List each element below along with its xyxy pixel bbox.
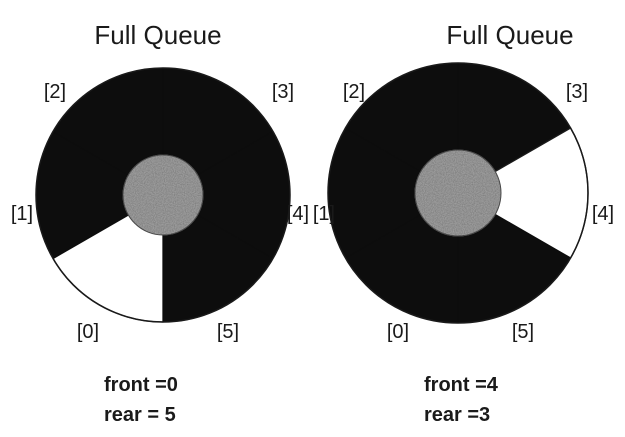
diagram-title: Full Queue bbox=[94, 20, 221, 50]
slot-label-0: [0] bbox=[77, 321, 99, 343]
queue-diagram-left: Full Queue [2] [3] [1] [4] [0] [5] front… bbox=[11, 20, 309, 426]
ring-hub bbox=[122, 154, 204, 236]
ring-hub bbox=[414, 149, 502, 237]
queue-ring bbox=[327, 62, 589, 324]
rear-pointer-text: rear = 5 bbox=[104, 404, 176, 426]
front-pointer-text: front =0 bbox=[104, 374, 178, 396]
slot-label-0: [0] bbox=[387, 321, 409, 343]
ring-outline bbox=[327, 62, 589, 324]
front-pointer-text: front =4 bbox=[424, 374, 499, 396]
slot-label-5: [5] bbox=[217, 321, 239, 343]
slot-label-1: [1] bbox=[313, 203, 335, 225]
slot-label-4: [4] bbox=[592, 203, 614, 225]
ring-outline bbox=[35, 67, 291, 323]
rear-pointer-text: rear =3 bbox=[424, 404, 490, 426]
slot-label-2: [2] bbox=[44, 81, 66, 103]
slot-label-2: [2] bbox=[343, 81, 365, 103]
slot-label-3: [3] bbox=[566, 81, 588, 103]
queue-diagram-right: Full Queue [2] [3] [1] [4] [0] [5] front… bbox=[313, 20, 614, 426]
slot-label-3: [3] bbox=[272, 81, 294, 103]
queue-ring bbox=[35, 67, 291, 323]
slot-label-5: [5] bbox=[512, 321, 534, 343]
slot-label-1: [1] bbox=[11, 203, 33, 225]
slot-label-4: [4] bbox=[287, 203, 309, 225]
diagram-title: Full Queue bbox=[446, 20, 573, 50]
